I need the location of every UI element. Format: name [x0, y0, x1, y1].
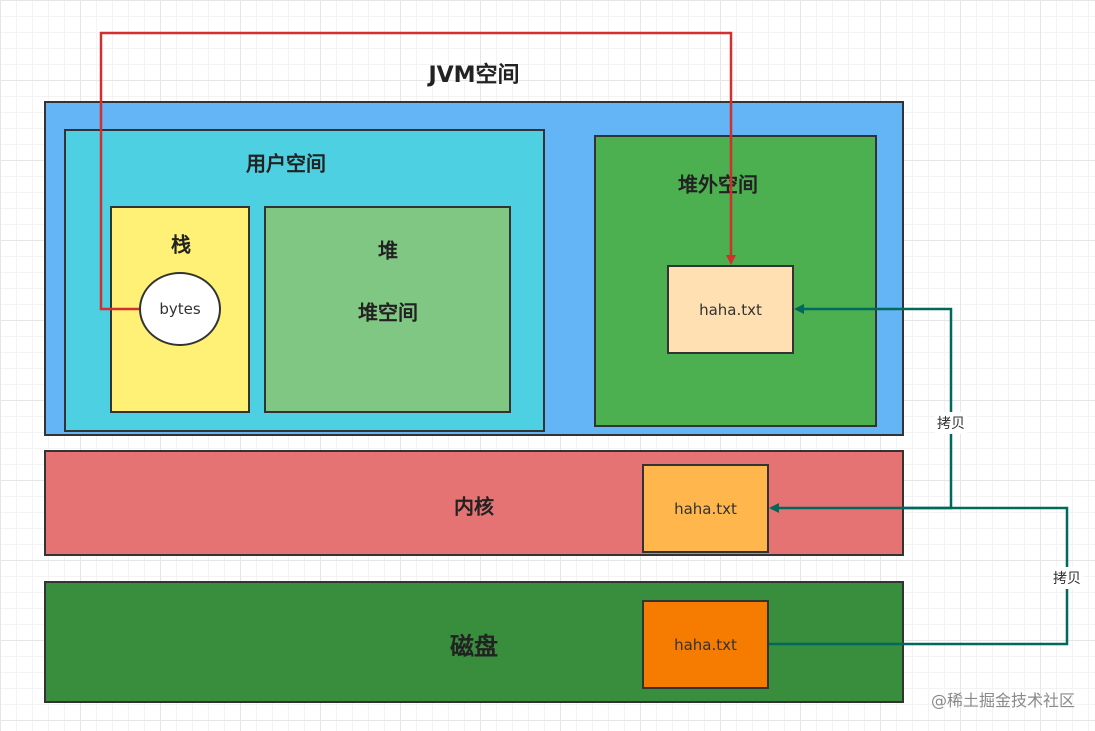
disk-file-node: haha.txt: [642, 600, 769, 689]
watermark: @稀土掘金技术社区: [930, 691, 1075, 710]
disk-title: 磁盘: [450, 632, 498, 661]
off-heap-title: 堆外空间: [678, 172, 758, 197]
user-space-title: 用户空间: [246, 151, 326, 176]
stack-title: 栈: [171, 232, 191, 257]
lower-copy-edge-label: 拷贝: [1051, 567, 1083, 589]
kernel-file-node: haha.txt: [642, 464, 769, 553]
upper-copy-edge-label: 拷贝: [935, 412, 967, 434]
jvm-space-title: JVM空间: [428, 63, 520, 88]
heap-subtitle: 堆空间: [358, 300, 418, 325]
kernel-title: 内核: [454, 494, 494, 519]
bytes-node: bytes: [139, 272, 221, 346]
heap-title: 堆: [378, 238, 398, 263]
off-heap-file-node: haha.txt: [667, 265, 794, 354]
